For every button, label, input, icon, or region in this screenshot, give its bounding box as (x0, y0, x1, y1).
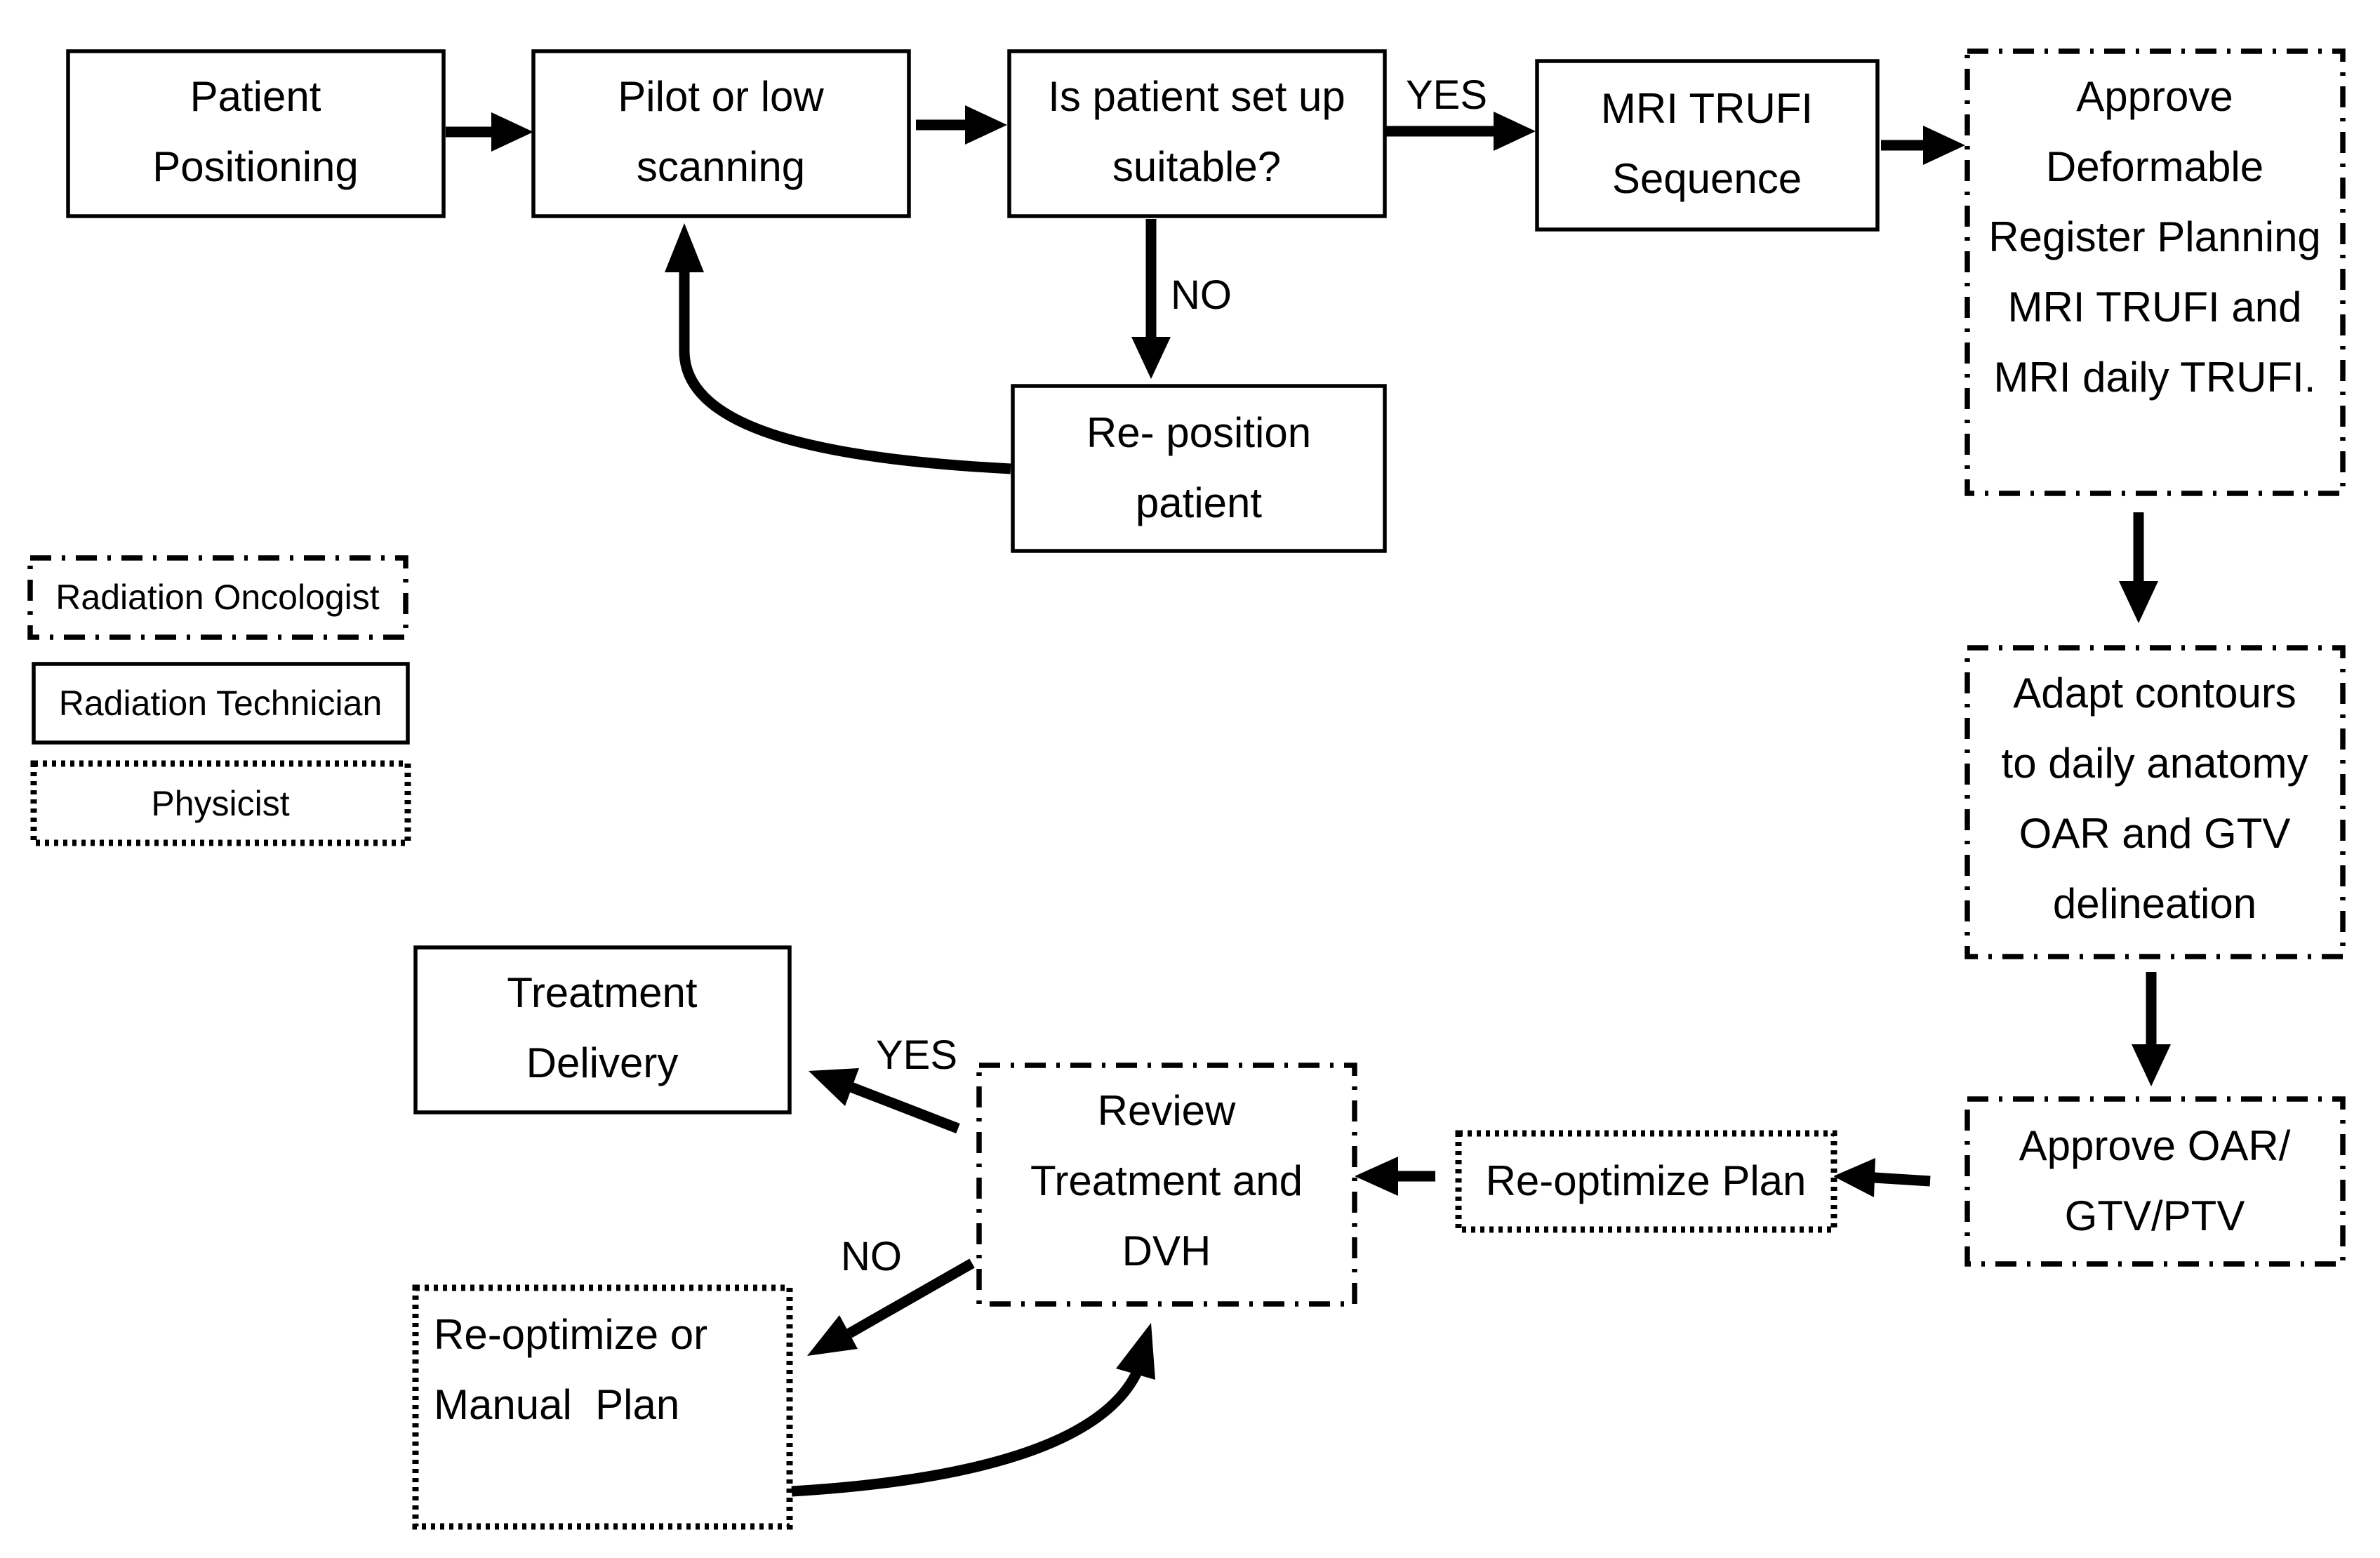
node-text-line: Deformable (2046, 143, 2263, 190)
node-text-line: Patient (190, 73, 321, 120)
node-text-line: MRI daily TRUFI. (1994, 354, 2316, 401)
node-manual-plan: Re-optimize or Manual Plan (412, 1284, 793, 1530)
node-text-line: Treatment (507, 969, 698, 1016)
node-text-line: Adapt contours (2013, 670, 2296, 717)
arrow-review-no-to-manual (807, 1258, 975, 1356)
node-text-line: scanning (637, 143, 805, 190)
node-text-line: Register Planning (1988, 213, 2321, 260)
node-setup-decision: Is patient set up suitable? (1007, 49, 1387, 218)
node-text-line: Re-optimize Plan (1486, 1157, 1807, 1204)
node-text-line: Approve OAR/ (2019, 1122, 2291, 1169)
node-pilot-scanning: Pilot or low scanning (531, 49, 911, 218)
edge-label-setup-no: NO (1171, 272, 1232, 318)
arrow-decision-yes-to-mri (1386, 112, 1536, 151)
legend-label: Physicist (151, 784, 289, 823)
edge-label-review-no: NO (841, 1234, 902, 1279)
edge-labels: YES NO YES NO (841, 72, 1487, 1279)
node-text-line: DVH (1122, 1227, 1211, 1274)
edge-label-review-yes: YES (876, 1032, 957, 1078)
arrow-decision-no-to-reposition (1131, 219, 1171, 379)
node-approve-oar: Approve OAR/ GTV/PTV (1965, 1096, 2346, 1267)
node-text-line: Sequence (1612, 155, 1802, 202)
arrow-approve-oar-to-reoptimize (1833, 1158, 1931, 1197)
node-text-line: Is patient set up (1048, 73, 1345, 120)
node-text-line: GTV/PTV (2065, 1192, 2245, 1239)
node-text-line: Review (1098, 1087, 1236, 1134)
node-mri-trufi: MRI TRUFI Sequence (1535, 59, 1880, 232)
node-patient-positioning: Patient Positioning (66, 49, 446, 218)
node-treatment-delivery: Treatment Delivery (413, 945, 792, 1114)
node-reoptimize-plan: Re-optimize Plan (1455, 1130, 1837, 1233)
node-text-line: MRI TRUFI and (2008, 284, 2302, 331)
node-text-line: patient (1136, 479, 1262, 526)
connectors (446, 105, 2171, 1497)
node-text-line: Manual Plan (434, 1381, 679, 1428)
node-text-line: Treatment and (1030, 1157, 1303, 1204)
arrow-adapt-to-approve-oar (2132, 972, 2171, 1086)
arrow-mri-to-approve-deformable (1881, 126, 1965, 165)
legend-item-radiation-technician: Radiation Technician (32, 662, 410, 745)
node-reposition: Re- position patient (1011, 384, 1387, 553)
arrow-pilot-to-decision (916, 105, 1007, 145)
node-text-line: suitable? (1112, 143, 1281, 190)
arrow-positioning-to-pilot (446, 112, 533, 152)
node-text-line: Re- position (1086, 409, 1311, 456)
edge-label-setup-yes: YES (1406, 72, 1487, 118)
arrow-reposition-to-pilot (665, 223, 1011, 474)
legend: Radiation Oncologist Radiation Technicia… (27, 555, 411, 846)
node-review-treatment: Review Treatment and DVH (976, 1063, 1357, 1307)
node-approve-deformable: Approve Deformable Register Planning MRI… (1965, 48, 2346, 496)
node-text-line: delineation (2053, 880, 2256, 927)
legend-label: Radiation Oncologist (55, 578, 379, 617)
node-text-line: to daily anatomy (2002, 740, 2308, 787)
node-text-line: Positioning (152, 143, 359, 190)
legend-item-physicist: Physicist (30, 760, 411, 846)
arrow-deformable-to-adapt (2119, 512, 2158, 623)
arrow-manual-to-review (791, 1323, 1155, 1497)
node-text-line: OAR and GTV (2019, 810, 2291, 857)
arrow-review-yes-to-delivery (809, 1068, 960, 1133)
arrow-reoptimize-to-review (1355, 1157, 1435, 1196)
node-text-line: Delivery (526, 1039, 679, 1086)
legend-label: Radiation Technician (59, 684, 383, 723)
node-text-line: MRI TRUFI (1601, 85, 1813, 132)
node-text-line: Re-optimize or (434, 1311, 707, 1358)
node-adapt-contours: Adapt contours to daily anatomy OAR and … (1965, 645, 2346, 959)
legend-item-radiation-oncologist: Radiation Oncologist (27, 555, 408, 640)
node-text-line: Approve (2076, 73, 2233, 120)
node-text-line: Pilot or low (618, 73, 824, 120)
